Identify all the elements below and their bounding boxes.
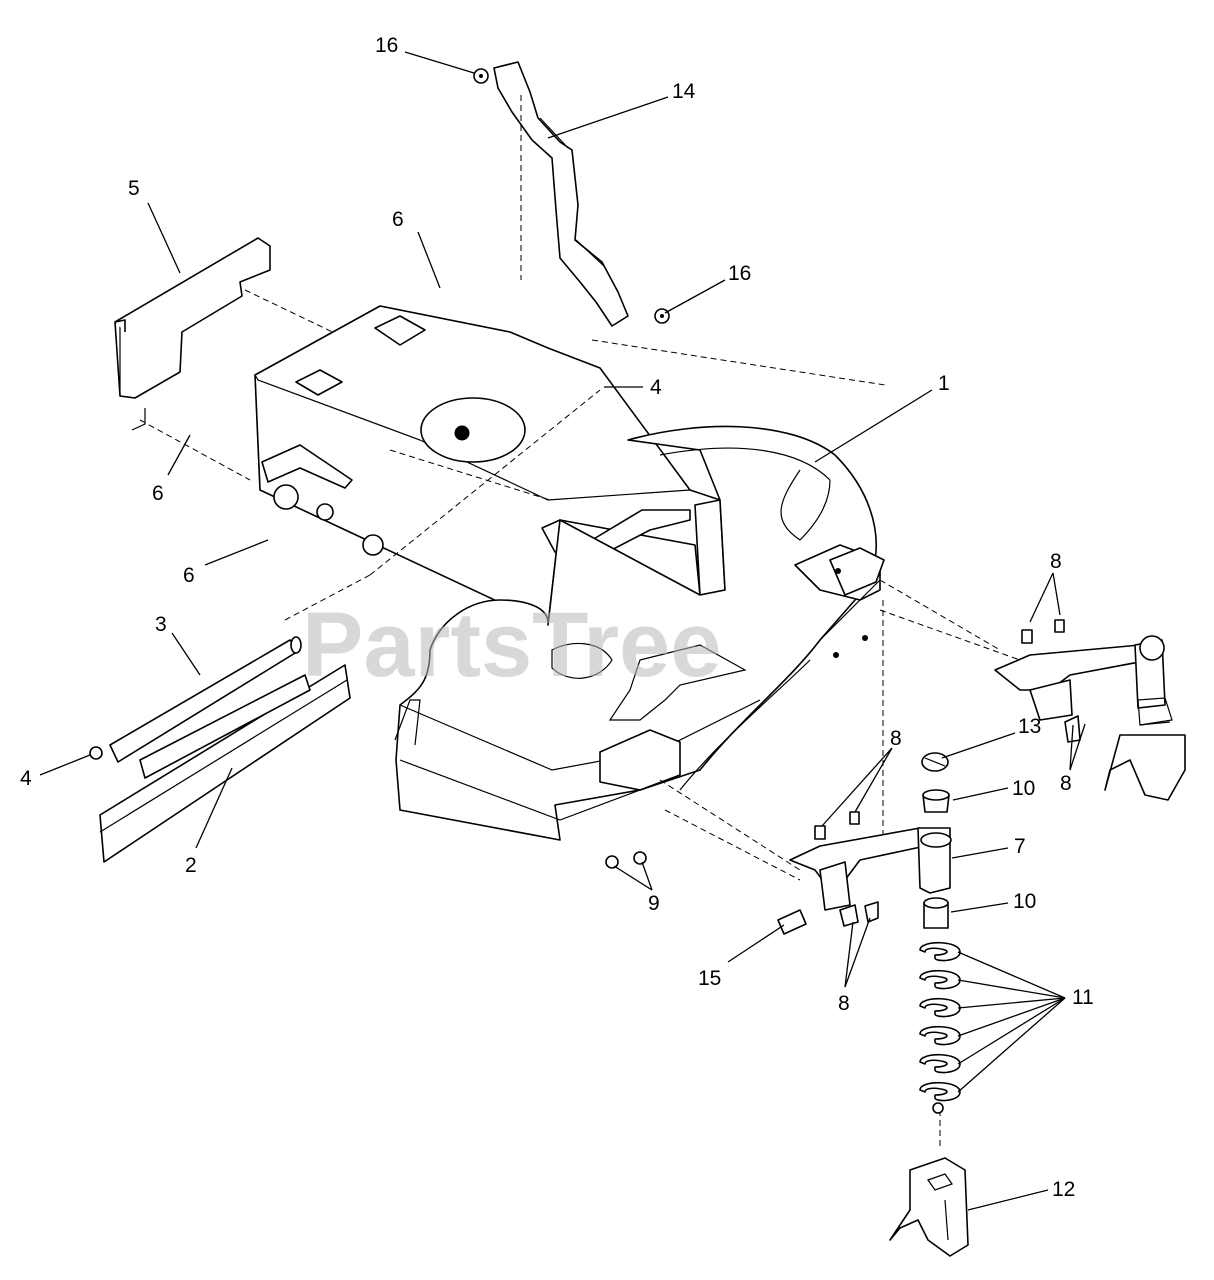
part-14-lift-arm <box>493 61 629 327</box>
callout-8-right: 8 <box>1060 772 1072 795</box>
part-1-mower-deck <box>394 425 885 841</box>
callout-6-lower: 6 <box>183 564 195 587</box>
part-13-cap <box>921 752 949 772</box>
part-3-rod <box>109 636 302 763</box>
part-10-bushing-top <box>922 789 950 813</box>
callout-3: 3 <box>155 613 167 636</box>
callout-8-upper-right: 8 <box>1050 550 1062 573</box>
part-10-bushing-bottom <box>923 897 949 929</box>
callout-12: 12 <box>1052 1178 1075 1201</box>
main-chassis-frame <box>254 305 726 626</box>
callout-9: 9 <box>648 892 660 915</box>
part-9-screws <box>605 851 647 869</box>
callout-4-left: 4 <box>20 767 32 790</box>
part-15-bolt <box>777 909 807 935</box>
callout-10-lower: 10 <box>1013 890 1036 913</box>
callout-8-middle: 8 <box>890 727 902 750</box>
callout-11: 11 <box>1072 986 1094 1009</box>
part-11-washers <box>919 941 961 1114</box>
callout-10-upper: 10 <box>1012 777 1035 800</box>
callout-2: 2 <box>185 854 197 877</box>
callout-15: 15 <box>698 967 721 990</box>
part-12-caster-fork <box>889 1157 969 1257</box>
callout-16-lower: 16 <box>728 262 751 285</box>
upper-axle-arm-assembly <box>994 635 1186 801</box>
callouts: 16 14 5 6 16 4 1 6 6 8 3 13 8 4 10 8 2 7… <box>20 34 1094 1201</box>
callout-7: 7 <box>1014 835 1026 858</box>
part-4-nut-left <box>89 746 103 760</box>
callout-8-lower: 8 <box>838 992 850 1015</box>
watermark-text: PartsTree <box>302 594 721 696</box>
assembly-lines <box>591 339 1021 1150</box>
part-2-shield <box>99 664 351 863</box>
part-16-nut-lower <box>654 308 670 324</box>
callout-16-top: 16 <box>375 34 398 57</box>
callout-5: 5 <box>128 177 140 200</box>
part-5-bracket <box>114 237 346 481</box>
part-7-axle-arm <box>789 827 952 911</box>
callout-4-upper: 4 <box>650 376 662 399</box>
callout-6-upper: 6 <box>392 208 404 231</box>
leader-lines <box>39 51 1086 1211</box>
callout-1: 1 <box>938 372 950 395</box>
callout-13: 13 <box>1018 715 1041 738</box>
callout-14: 14 <box>672 80 696 103</box>
part-16-nut-top <box>473 68 489 84</box>
part-8-bolts <box>814 619 1081 927</box>
callout-6-mid: 6 <box>152 482 164 505</box>
